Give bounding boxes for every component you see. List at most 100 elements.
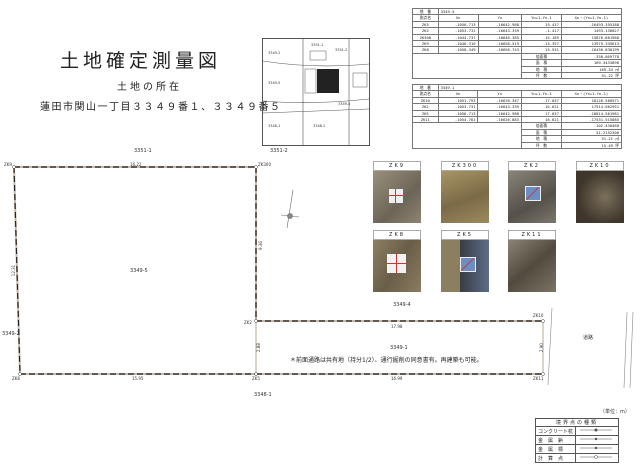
legend-item: コンクリート杭 <box>534 426 577 436</box>
svg-text:3351-2: 3351-2 <box>335 48 347 52</box>
photo-caption: ZK9 <box>373 161 421 171</box>
unit: 坪 <box>615 142 619 148</box>
photo-caption: ZK300 <box>441 161 489 171</box>
unit: 坪 <box>615 73 619 79</box>
cell: 1493.136827 <box>560 27 623 35</box>
table-row: ZK8 -1058.349 -16656.743 15.531 -16436.8… <box>412 46 623 54</box>
table-row: ZK5 -1056.713 -16642.988 17.037 -18014.5… <box>412 109 623 118</box>
table-row: ZK300 -1044.737 -16646.385 -15.189 15876… <box>412 33 623 42</box>
svg-text:3348-1: 3348-1 <box>268 124 280 128</box>
boundary-photo <box>576 171 624 223</box>
photo-zk11: ZK11 <box>508 230 556 292</box>
boundary-photo <box>373 240 421 292</box>
dimension-label: 16.22 <box>130 162 142 167</box>
page-title: 土地確定測量図 <box>60 50 222 72</box>
photo-zk300: ZK300 <box>441 161 489 223</box>
road-note: ＊前面通路は共有地（持分1/2）、通行掘削の同意書有。再建築も可能。 <box>290 357 483 364</box>
photo-zk8: ZK8 <box>373 230 421 292</box>
cell: -16493.355188 <box>560 20 623 29</box>
boundary-photo <box>441 240 489 292</box>
legend-title: 境界点の種類 <box>534 418 620 427</box>
point-label: ZK300 <box>258 162 271 167</box>
north-arrow-icon <box>280 189 300 229</box>
summary-value: -338.669778 <box>560 52 623 61</box>
cell: -16646.385 <box>477 33 522 42</box>
svg-text:3349-2: 3349-2 <box>268 51 280 55</box>
parcel-label-main: 3349-5 <box>130 268 148 274</box>
dimension-label: 12.31 <box>11 264 17 277</box>
cell: 18126.560571 <box>560 96 623 105</box>
concrete-stake-symbol-icon <box>575 426 620 436</box>
cell: -16658.519 <box>477 39 522 48</box>
coordinate-table-3349-5: 地 番 3349-5 測点名 Xn Yn Yn+1-Yn-1 Xn・(Yn+1-… <box>412 7 623 80</box>
cross-marker-icon <box>389 189 403 203</box>
point-label: ZK9 <box>4 162 12 167</box>
plate-marker-icon <box>460 257 476 272</box>
cell: -16642.988 <box>477 109 522 118</box>
col-header: Yn <box>477 90 522 98</box>
dimension-label: 2.88 <box>255 343 261 352</box>
location-address: 蓮田市関山一丁目３３４９番１、３３４９番５ <box>40 102 282 113</box>
table-row: ZK2 -1053.731 -16643.339 -1.417 1493.136… <box>412 27 623 35</box>
svg-text:3349-5: 3349-5 <box>268 81 280 85</box>
cell: 17514.062951 <box>560 103 623 111</box>
cell: -16626.883 <box>477 115 522 124</box>
summary-value: -102.430460 <box>560 122 623 130</box>
boundary-photo <box>441 171 489 223</box>
parcel-label-north-east: 3351-2 <box>270 148 288 154</box>
empty-cell <box>412 52 522 80</box>
photo-caption: ZK2 <box>508 161 556 171</box>
point-label: ZK2 <box>244 320 252 325</box>
parcel-label-east-mid: 3349-4 <box>393 302 411 308</box>
dimension-label: 9.36 <box>257 241 263 250</box>
legend-item: 金 属 標 <box>534 444 577 454</box>
cell: -16643.339 <box>477 27 522 35</box>
summary-value: 15.49 <box>601 142 613 148</box>
legend-item: 金 属 鋲 <box>534 435 577 445</box>
location-sketch-map: 3351-1 3349-2 3351-2 3349-5 3349-4 3348-… <box>262 38 370 146</box>
table-row: ZK5 -1056.713 -16642.988 15.437 -16493.3… <box>412 20 623 29</box>
photo-zk2: ZK2 <box>508 161 556 223</box>
unit: ㎡ <box>615 66 619 72</box>
empty-cell <box>412 122 522 150</box>
summary-value: 169.34 <box>599 66 613 72</box>
metal-plate-symbol-icon <box>575 444 620 454</box>
location-label: 土地の所在 <box>117 82 182 93</box>
plate-marker-icon <box>525 186 541 201</box>
dimension-label: 16.99 <box>391 376 403 381</box>
cross-marker-icon <box>387 254 406 273</box>
cell: -17531.515085 <box>560 115 623 124</box>
cell: -16656.743 <box>477 46 522 54</box>
cell: 15876.861968 <box>560 33 623 42</box>
table-row: ZK9 -1046.316 -16658.519 -13.357 13975.3… <box>412 39 623 48</box>
summary-value: 51.2152300 <box>560 128 623 137</box>
dimension-label: 15.95 <box>132 376 144 381</box>
point-label: ZK8 <box>12 376 20 381</box>
metal-rivet-symbol-icon <box>575 435 620 445</box>
col-header: Xn・(Yn+1-Yn-1) <box>560 90 623 98</box>
col-header: Yn <box>477 14 522 22</box>
parcel-label-north: 3351-1 <box>134 148 152 154</box>
photo-caption: ZK8 <box>373 230 421 240</box>
unit-label: （単位：m） <box>600 409 630 415</box>
coordinate-table-3349-1: 地 番 3349-1 測点名 Xn Yn Yn+1-Yn-1 Xn・(Yn+1-… <box>412 83 623 150</box>
cell: 13975.335613 <box>560 39 623 48</box>
parcel-label-west: 3349-2 <box>2 331 20 337</box>
svg-text:3348-2: 3348-2 <box>313 124 325 128</box>
point-label: ZK10 <box>533 313 544 318</box>
dimension-label: 17.98 <box>391 324 403 329</box>
photo-zk5: ZK5 <box>441 230 489 292</box>
cell: -16642.988 <box>477 20 522 29</box>
cell: -16436.830199 <box>560 46 623 54</box>
boundary-photo <box>508 171 556 223</box>
svg-text:3349-4: 3349-4 <box>338 102 351 106</box>
parcel-label-south: 3348-1 <box>254 392 272 398</box>
parcel-label-strip: 3349-1 <box>390 345 408 351</box>
photo-zk9: ZK9 <box>373 161 421 223</box>
parcel-label-road: 道路 <box>583 335 594 341</box>
photo-caption: ZK5 <box>441 230 489 240</box>
boundary-photo <box>373 171 421 223</box>
unit: ㎡ <box>615 136 619 142</box>
point-label: ZK5 <box>252 376 260 381</box>
